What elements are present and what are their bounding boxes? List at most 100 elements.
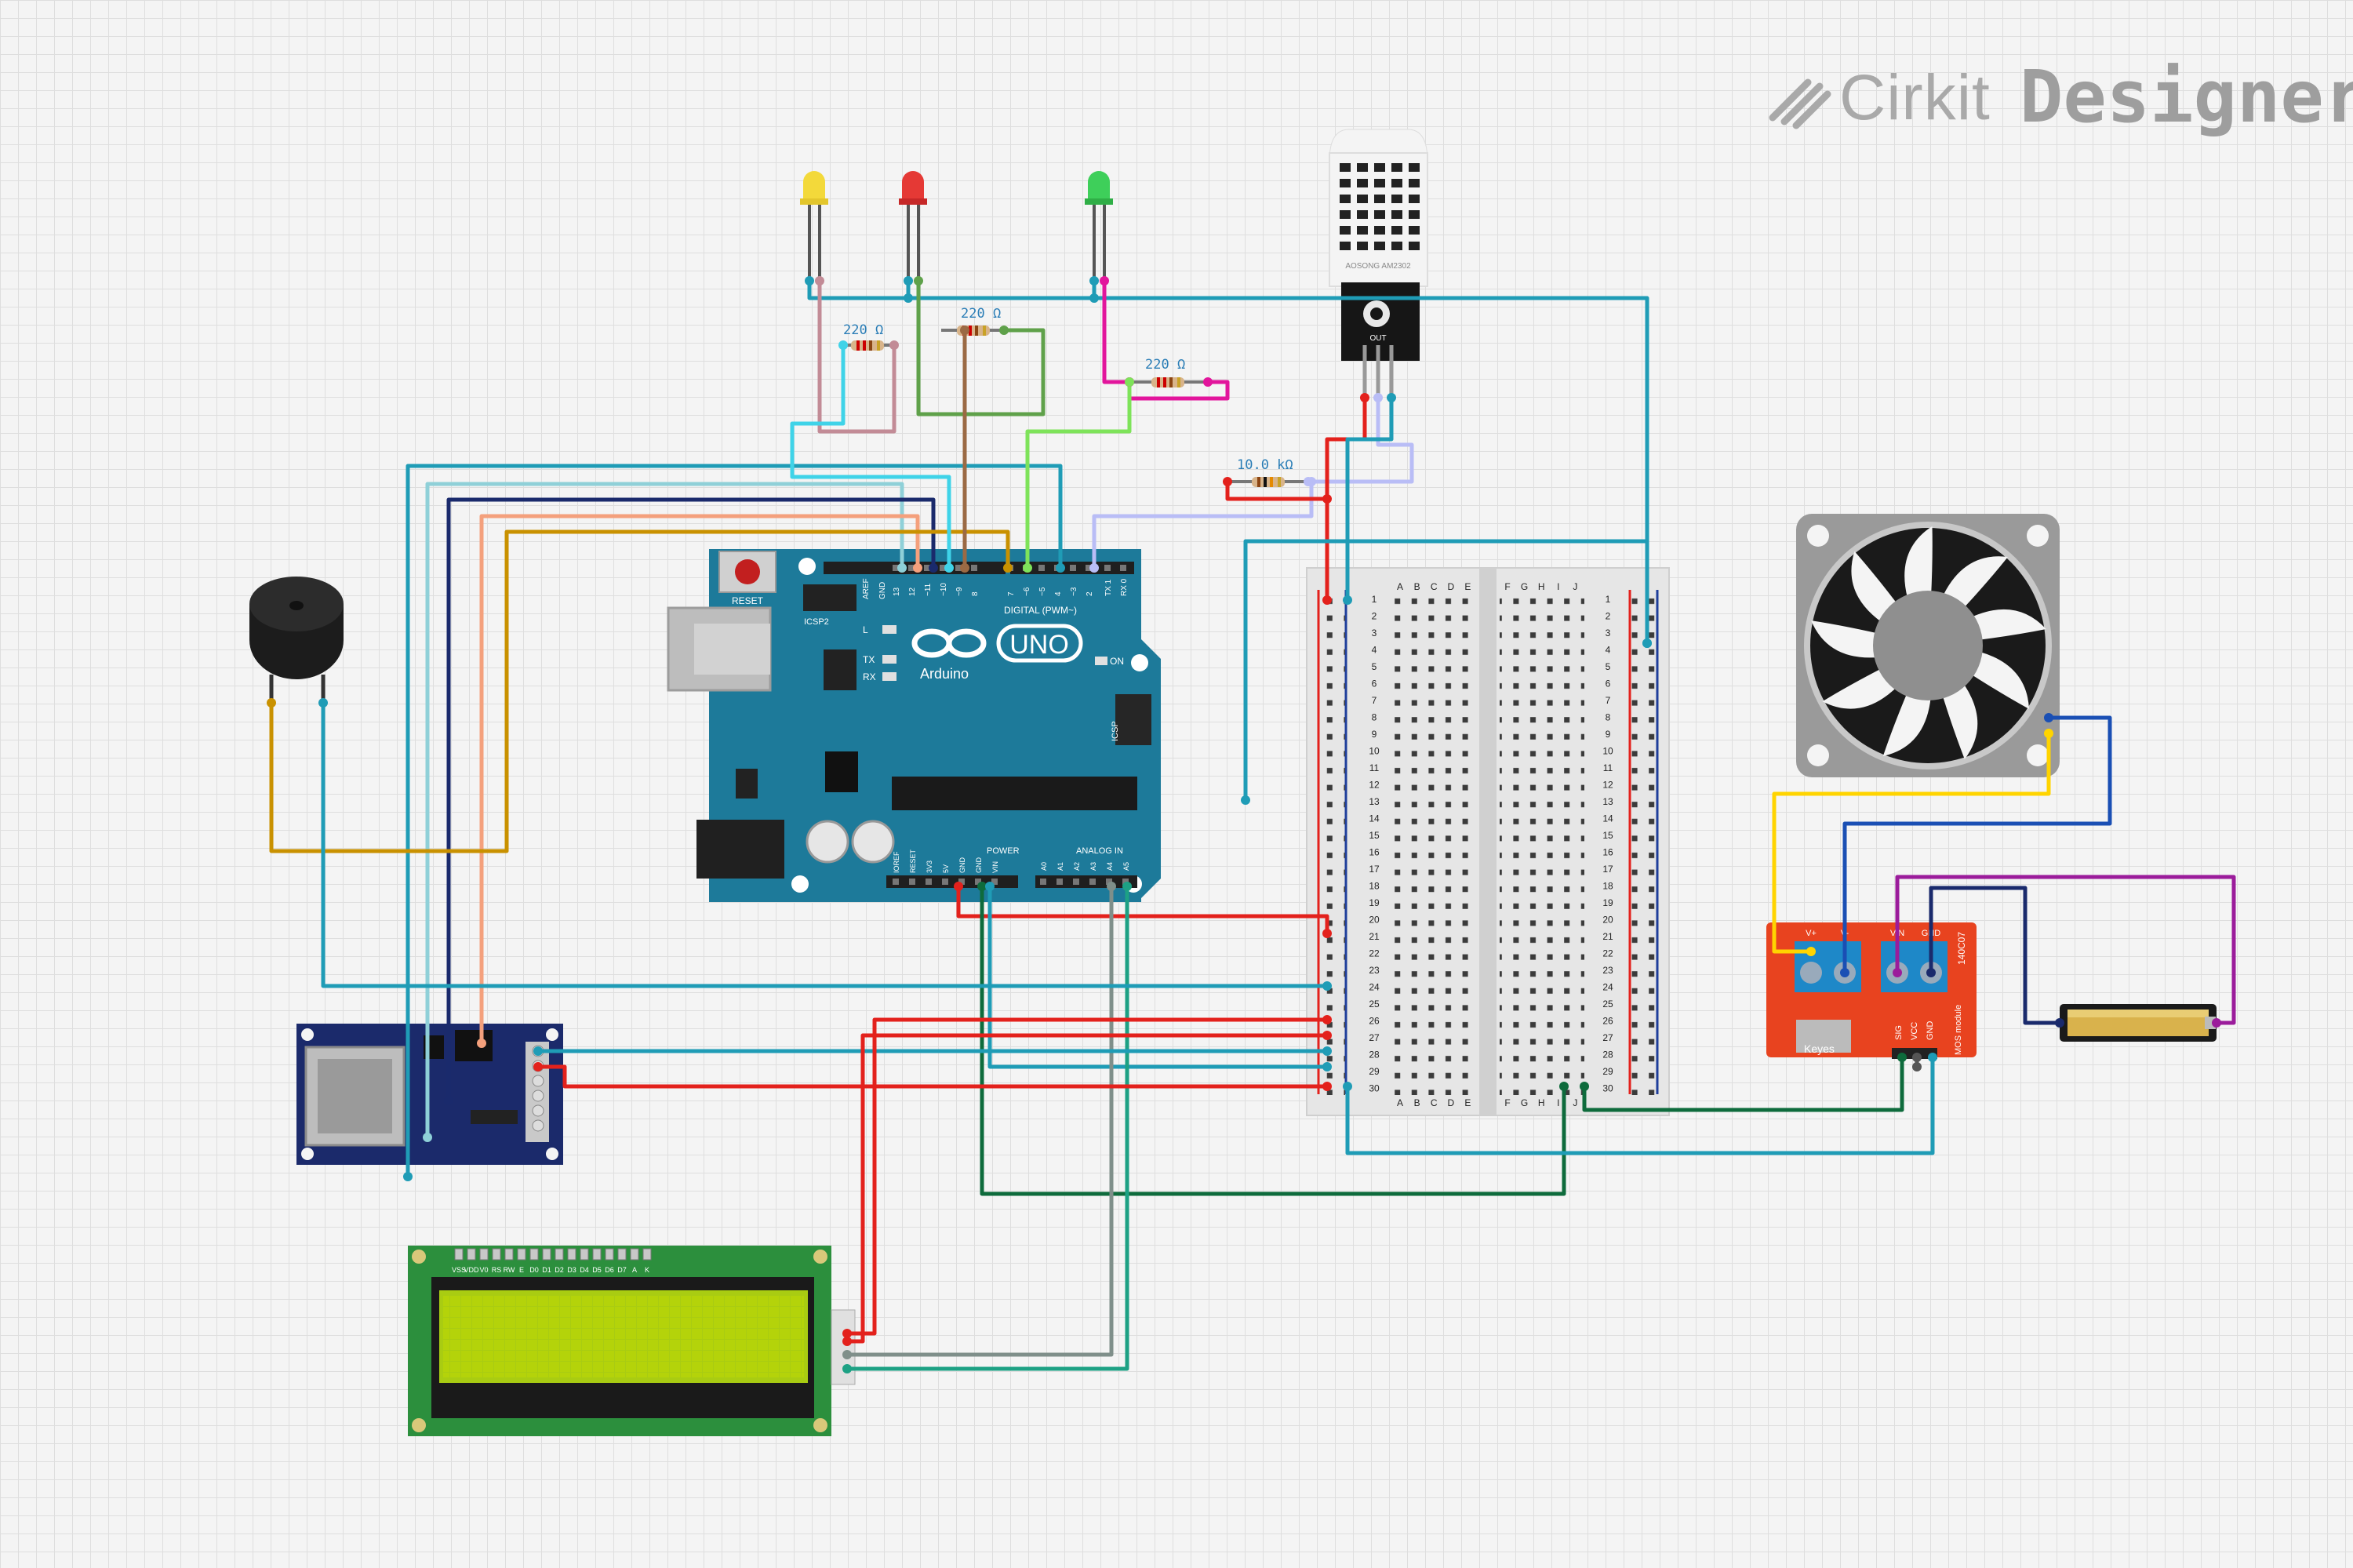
led-red[interactable] — [899, 171, 927, 281]
wire-bat-minus[interactable] — [1929, 886, 2060, 1025]
battery[interactable] — [2060, 1004, 2217, 1042]
row-label: 21 — [1602, 931, 1613, 942]
wire-sensor-gnd[interactable] — [1345, 398, 1394, 600]
row-label: 18 — [1602, 881, 1613, 892]
digital-pin-header[interactable] — [924, 565, 930, 571]
led-green[interactable] — [1085, 171, 1113, 281]
wire-lcd-gnd[interactable] — [847, 1033, 1327, 1344]
wire-bat-plus[interactable] — [1895, 875, 2236, 1025]
wire-mosfet-gnd[interactable] — [1345, 1057, 1935, 1155]
sd-pin[interactable] — [532, 1090, 544, 1102]
wire-d10-led[interactable] — [790, 345, 951, 568]
analog-pin-header[interactable] — [1040, 879, 1046, 885]
digital-pin-header[interactable] — [1104, 565, 1111, 571]
digital-pin-header[interactable] — [1086, 565, 1092, 571]
power-pin-header[interactable] — [975, 879, 981, 885]
lcd-pin-label: A — [632, 1266, 637, 1274]
lcd-pin[interactable] — [504, 1248, 514, 1261]
analog-pin-label: A5 — [1122, 862, 1130, 871]
analog-pin-header[interactable] — [1073, 879, 1079, 885]
resistor-10k[interactable]: 10.0 kΩ — [1227, 457, 1308, 487]
resistor-2[interactable]: 220 Ω — [941, 306, 1004, 336]
digital-pin-header[interactable] — [940, 565, 946, 571]
row-label: 22 — [1602, 948, 1613, 959]
wire-mosfet-sig[interactable] — [1582, 1057, 1904, 1112]
buzzer[interactable] — [249, 577, 344, 703]
lcd-pin[interactable] — [642, 1248, 652, 1261]
analog-pin-header[interactable] — [1089, 879, 1096, 885]
wire-endpoint — [403, 1172, 413, 1181]
power-pin-header[interactable] — [926, 879, 932, 885]
mosfet-module[interactable]: V+ V- VIN GND Keyes 140C07 MOS module SI… — [1766, 922, 1977, 1059]
lcd-pin[interactable] — [580, 1248, 589, 1261]
wire-endpoint — [267, 698, 276, 708]
lcd-pin[interactable] — [492, 1248, 501, 1261]
lcd-pin[interactable] — [479, 1248, 489, 1261]
analog-pin-header[interactable] — [1056, 879, 1063, 885]
power-pin-header[interactable] — [909, 879, 915, 885]
led-yellow[interactable] — [800, 171, 828, 281]
analog-pin-header[interactable] — [1106, 879, 1112, 885]
analog-pin-header[interactable] — [1122, 879, 1129, 885]
wire-5v[interactable] — [956, 886, 1329, 933]
wire-gnd-lcd[interactable] — [980, 886, 1566, 1196]
digital-pin-header[interactable] — [908, 565, 915, 571]
lcd-pin[interactable] — [630, 1248, 639, 1261]
wire-sd-vcc[interactable] — [538, 1064, 1327, 1089]
wire-led3-anode[interactable] — [1102, 281, 1129, 384]
lcd-pin[interactable] — [617, 1248, 627, 1261]
digital-pin-header[interactable] — [1120, 565, 1126, 571]
sensor-model-label: AOSONG AM2302 — [1345, 262, 1411, 271]
wire-buzzer-gnd[interactable] — [321, 703, 1327, 988]
wire-sensor-data[interactable] — [1308, 398, 1414, 484]
digital-pin-header[interactable] — [1070, 565, 1076, 571]
lcd-pin[interactable] — [517, 1248, 526, 1261]
power-pin-header[interactable] — [942, 879, 948, 885]
lcd-pin[interactable] — [592, 1248, 602, 1261]
sd-pin[interactable] — [532, 1119, 544, 1132]
wire-gnd-bb[interactable] — [1243, 539, 1649, 800]
cooling-fan[interactable] — [1796, 514, 2060, 777]
digital-pin-header[interactable] — [955, 565, 962, 571]
lcd-pin[interactable] — [542, 1248, 551, 1261]
wire-a4[interactable] — [847, 886, 1114, 1357]
wire-led-rail[interactable] — [807, 281, 1649, 643]
power-pin-header[interactable] — [893, 879, 899, 885]
wire-led1-anode[interactable] — [817, 281, 896, 434]
mosfet-brand: Keyes — [1804, 1042, 1835, 1055]
resistor-1[interactable]: 220 Ω — [839, 322, 894, 351]
lcd-pin[interactable] — [567, 1248, 576, 1261]
wire-endpoint — [1125, 377, 1134, 387]
lcd-pin[interactable] — [555, 1248, 564, 1261]
wire-gnd2[interactable] — [987, 886, 1327, 1069]
row-label: 12 — [1369, 780, 1380, 791]
wire-d13[interactable] — [406, 464, 1063, 1177]
sd-pin[interactable] — [532, 1075, 544, 1087]
wire-a5[interactable] — [847, 886, 1129, 1371]
lcd-pin[interactable] — [605, 1248, 614, 1261]
wire-d10[interactable] — [479, 514, 920, 1043]
digital-pin-header[interactable] — [971, 565, 977, 571]
wire-d12[interactable] — [425, 482, 904, 1137]
power-pin-label: GND — [975, 857, 983, 874]
dht-sensor[interactable]: AOSONG AM2302 OUT — [1329, 129, 1428, 398]
power-pin-header[interactable] — [958, 879, 965, 885]
lcd-pin[interactable] — [529, 1248, 539, 1261]
wire-10k-vcc[interactable] — [1225, 482, 1327, 501]
wire-fan-plus[interactable] — [1772, 733, 2051, 954]
lcd-pin[interactable] — [454, 1248, 464, 1261]
wire-d9[interactable] — [269, 529, 1010, 853]
digital-pin-header[interactable] — [1038, 565, 1045, 571]
wire-d7[interactable] — [1025, 382, 1132, 568]
sd-pin[interactable] — [532, 1104, 544, 1117]
sd-card-module[interactable] — [296, 1024, 563, 1165]
resistor-3[interactable]: 220 Ω — [1129, 357, 1208, 387]
lcd-pin[interactable] — [467, 1248, 476, 1261]
wire-led2-anode[interactable] — [916, 281, 1046, 417]
arduino-uno[interactable]: RESET ICSP2 UNO Arduino L TX RX ON ICSP … — [667, 549, 1161, 902]
wire-fan-minus[interactable] — [1842, 715, 2112, 973]
digital-pin-header[interactable] — [893, 565, 899, 571]
power-pin-header[interactable] — [991, 879, 998, 885]
